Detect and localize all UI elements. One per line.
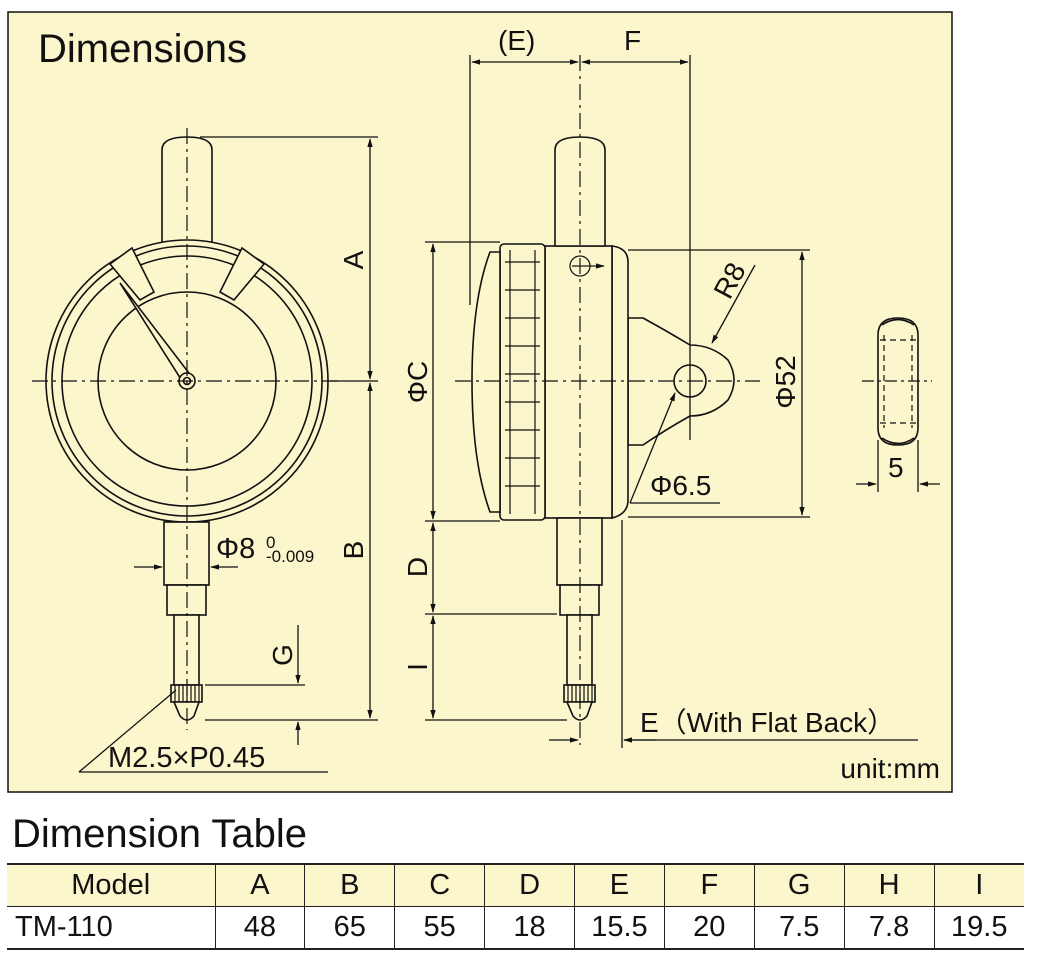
dim-e-f [469,55,691,440]
table-title: Dimension Table [12,812,307,856]
front-centerlines [32,128,340,730]
label-five: 5 [888,452,904,483]
top-view-lines [880,335,916,428]
cell-e: 15.5 [574,906,665,950]
side-details [505,250,605,702]
header-h: H [843,863,935,907]
header-model: Model [7,863,216,907]
label-phi8: Φ8 [216,533,255,565]
top-view [877,317,919,446]
cell-f: 20 [663,906,755,950]
dim-g [205,625,305,745]
header-a: A [214,863,306,907]
label-c: ΦC [402,361,433,404]
dim-r8 [711,264,756,344]
dim-c-d-i [425,241,567,721]
cell-d: 18 [484,906,575,950]
header-i: I [933,863,1024,907]
cell-b: 65 [304,906,396,950]
header-e: E [574,863,665,907]
cell-g: 7.5 [753,906,845,950]
header-g: G [753,863,845,907]
dim-phi65 [629,392,720,504]
dim-five [856,440,940,492]
cell-h: 7.8 [843,906,935,950]
header-f: F [663,863,755,907]
label-g: G [267,644,298,666]
label-b: B [338,541,369,560]
header-d: D [484,863,575,907]
label-thread: M2.5×P0.45 [108,742,265,774]
diagram-title: Dimensions [38,27,247,71]
side-centerlines [455,55,760,745]
dim-a-b [200,136,378,721]
label-flat-back: E（With Flat Back） [640,707,895,738]
label-d: D [402,557,433,577]
cell-a: 48 [214,906,306,950]
label-f: F [624,25,641,56]
label-phi65: Φ6.5 [650,470,711,501]
label-phi52: Φ52 [770,355,801,408]
header-c: C [394,863,486,907]
label-tol-upper: 0 [266,533,275,552]
cell-model: TM-110 [7,906,216,950]
dimension-table: Model A B C D E F G H I TM-110 48 65 55 … [7,863,1024,950]
dim-e-flat [549,520,918,748]
thread-leader [78,689,328,773]
label-tol-lower: -0.009 [266,547,314,566]
table-row: TM-110 48 65 55 18 15.5 20 7.5 7.8 19.5 [7,906,1024,950]
header-b: B [304,863,396,907]
dim-phi52 [628,249,810,518]
dimensions-diagram: Dimensions A B [7,11,953,793]
label-e-paren: (E) [498,25,535,56]
cell-i: 19.5 [933,906,1024,950]
label-a: A [338,250,369,269]
cell-c: 55 [394,906,486,950]
unit-note: unit:mm [840,753,940,784]
table-header-row: Model A B C D E F G H I [7,863,1024,907]
label-i: I [402,663,433,671]
